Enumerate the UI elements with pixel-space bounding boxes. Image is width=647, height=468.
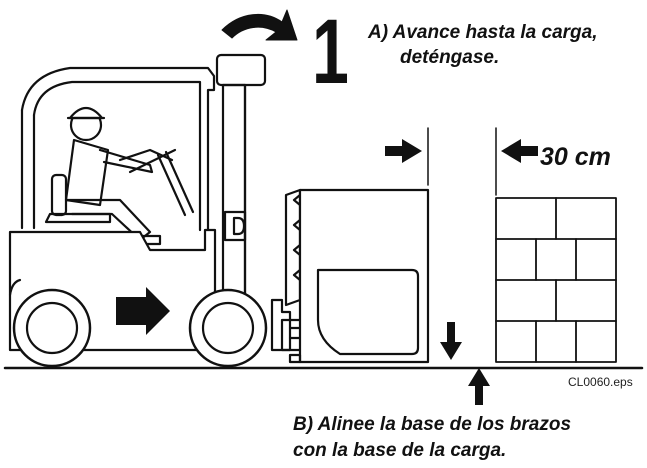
caption-b-line-2: con la base de la carga. — [293, 440, 507, 461]
forward-arrow-icon — [116, 287, 170, 335]
down-arrow-icon — [440, 322, 462, 360]
approach-load — [288, 188, 430, 364]
distance-label: 30 cm — [540, 143, 611, 171]
left-arrow-icon — [501, 139, 538, 163]
right-arrow-icon — [385, 139, 422, 163]
file-label: CL0060.eps — [568, 375, 633, 389]
curved-arrow-icon — [221, 9, 298, 41]
caption-a-line-2: deténgase. — [400, 47, 500, 68]
front-wheel — [188, 288, 268, 368]
rear-wheel — [12, 288, 92, 368]
fork-carriage — [270, 188, 304, 352]
caption-b: B) Alinee la base de los brazos con la b… — [293, 412, 571, 464]
forklift-cab — [20, 66, 216, 252]
caption-b-line-1: B) Alinee la base de los brazos — [293, 414, 572, 435]
caption-a: A) Avance hasta la carga, deténgase. — [368, 20, 598, 70]
up-arrow-icon — [468, 368, 490, 405]
caption-a-line-1: A) Avance hasta la carga, — [368, 22, 598, 43]
step-number: 1 — [312, 1, 349, 103]
pallet-stack — [495, 197, 617, 363]
forklift-driver — [44, 106, 195, 246]
